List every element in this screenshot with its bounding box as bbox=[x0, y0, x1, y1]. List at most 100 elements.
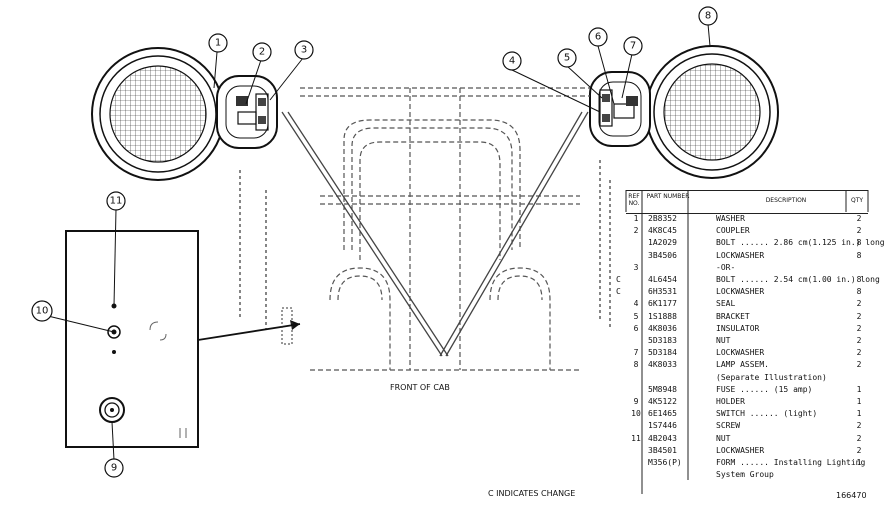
table-cell-part-number: 4K8C45 bbox=[648, 226, 677, 236]
table-cell-ref: 4 bbox=[633, 299, 639, 309]
table-cell-qty: 2 bbox=[856, 336, 862, 345]
table-cell-ref: 10 bbox=[631, 409, 641, 419]
table-cell-description: -OR- bbox=[716, 262, 736, 272]
table-cell-qty: 2 bbox=[856, 348, 862, 358]
table-cell-ref: 2 bbox=[633, 226, 639, 236]
table-cell-description: BOLT ...... 2.86 cm(1.125 in.) long bbox=[716, 238, 885, 248]
table-cell-qty: 1 bbox=[856, 397, 862, 406]
table-cell-part-number: 6H3531 bbox=[648, 287, 677, 297]
table-cell-ref: 3 bbox=[633, 262, 639, 272]
table-cell-qty: 8 bbox=[856, 275, 862, 284]
table-cell-ref: 8 bbox=[633, 360, 639, 370]
table-cell-change: C bbox=[616, 287, 621, 297]
table-cell-description: HOLDER bbox=[716, 397, 745, 406]
table-cell-qty: 2 bbox=[856, 214, 862, 223]
change-note: C INDICATES CHANGE bbox=[488, 489, 576, 498]
left-lamp-bracket bbox=[216, 75, 278, 149]
callout-3: 3 bbox=[294, 40, 314, 60]
table-cell-description: SCREW bbox=[716, 421, 741, 431]
table-row: 4 6K1177 SEAL 2 bbox=[626, 299, 868, 310]
table-cell-description: INSULATOR bbox=[716, 323, 760, 333]
table-cell-part-number: 4K8033 bbox=[648, 360, 677, 370]
table-cell-qty: 2 bbox=[856, 421, 862, 431]
svg-text:3: 3 bbox=[301, 45, 307, 56]
table-cell-change: C bbox=[616, 275, 621, 284]
table-cell-description: FORM ...... Installing Lighting bbox=[716, 458, 866, 467]
svg-text:9: 9 bbox=[111, 463, 117, 474]
callout-leaders bbox=[47, 23, 711, 461]
svg-text:5: 5 bbox=[564, 53, 570, 64]
table-header: REF NO. PART NUMBER DESCRIPTION QTY bbox=[626, 190, 868, 214]
table-cell-part-number: 3B4501 bbox=[648, 445, 677, 455]
table-cell-description: SWITCH ...... (light) bbox=[716, 409, 818, 419]
svg-text:11: 11 bbox=[110, 196, 123, 207]
table-cell-description: LAMP ASSEM. bbox=[716, 360, 769, 370]
table-cell-part-number: 5D3183 bbox=[648, 336, 677, 345]
table-cell-description: COUPLER bbox=[716, 226, 750, 236]
cab-struts bbox=[239, 111, 611, 357]
table-cell-qty: 1 bbox=[856, 409, 862, 419]
table-cell-description: LOCKWASHER bbox=[716, 445, 765, 455]
callout-2: 2 bbox=[252, 42, 272, 62]
table-cell-ref: 5 bbox=[633, 311, 639, 321]
table-cell-description: (Separate Illustration) bbox=[716, 372, 827, 382]
table-cell-part-number: 5D3184 bbox=[648, 348, 677, 358]
callout-5: 5 bbox=[557, 48, 577, 68]
table-cell-description: FUSE ...... (15 amp) bbox=[716, 384, 813, 394]
table-cell-part-number: 2B8352 bbox=[648, 214, 677, 223]
table-rules bbox=[625, 190, 869, 494]
table-cell-qty: 1 bbox=[856, 384, 862, 394]
table-cell-qty: 8 bbox=[856, 287, 862, 297]
table-cell-description: LOCKWASHER bbox=[716, 250, 765, 260]
header-qty: QTY bbox=[850, 197, 864, 204]
callout-number: 1 bbox=[215, 38, 221, 49]
callout-11: 11 bbox=[106, 191, 126, 211]
table-cell-description: NUT bbox=[716, 433, 731, 443]
table-cell-part-number: 6E1465 bbox=[648, 409, 677, 419]
table-cell-qty: 8 bbox=[856, 238, 862, 248]
table-cell-qty: 2 bbox=[856, 299, 862, 309]
table-cell-part-number: 1S1888 bbox=[648, 311, 677, 321]
svg-text:4: 4 bbox=[509, 56, 515, 67]
svg-text:10: 10 bbox=[36, 306, 49, 317]
table-cell-qty: 8 bbox=[856, 250, 862, 260]
table-cell-ref: 6 bbox=[633, 323, 639, 333]
svg-text:6: 6 bbox=[595, 32, 601, 43]
callout-8: 8 bbox=[698, 6, 718, 26]
right-lamp bbox=[645, 45, 779, 179]
front-of-cab-label: FRONT OF CAB bbox=[390, 383, 450, 392]
table-cell-description: BRACKET bbox=[716, 311, 750, 321]
figure-number: 166470 bbox=[836, 491, 867, 500]
table-row: 8 4K8033 LAMP ASSEM. 2 bbox=[626, 360, 868, 371]
left-lamp bbox=[91, 47, 225, 181]
svg-text:2: 2 bbox=[259, 47, 265, 58]
table-cell-part-number: 6K1177 bbox=[648, 299, 677, 309]
table-cell-part-number: 4B2043 bbox=[648, 433, 677, 443]
table-cell-qty: 2 bbox=[856, 360, 862, 370]
right-lamp-bracket bbox=[589, 71, 651, 147]
table-row: (Separate Illustration) bbox=[626, 373, 868, 384]
table-row: 11 4B2043 NUT 2 bbox=[626, 434, 868, 445]
table-cell-part-number: 1S7446 bbox=[648, 421, 677, 431]
table-cell-ref: 7 bbox=[633, 348, 639, 358]
callout-9: 9 bbox=[104, 458, 124, 478]
table-cell-part-number: 4L6454 bbox=[648, 275, 677, 284]
table-cell-qty: 2 bbox=[856, 433, 862, 443]
callout-10: 10 bbox=[31, 300, 53, 322]
table-cell-qty: 1 bbox=[856, 458, 862, 467]
table-cell-description: NUT bbox=[716, 336, 731, 345]
table-cell-description: BOLT ...... 2.54 cm(1.00 in.) long bbox=[716, 275, 880, 284]
svg-text:7: 7 bbox=[630, 41, 636, 52]
header-ref: REF NO. bbox=[628, 193, 640, 207]
table-cell-ref: 11 bbox=[631, 433, 641, 443]
table-cell-description: SEAL bbox=[716, 299, 736, 309]
